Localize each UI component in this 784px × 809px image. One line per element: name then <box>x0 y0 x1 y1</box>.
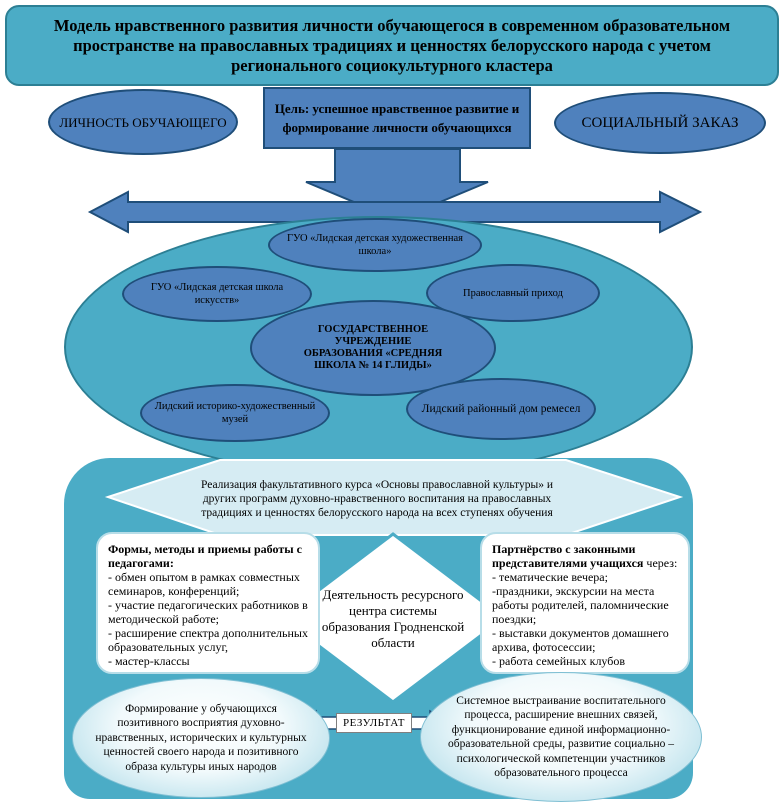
resource-center-text: Деятельность ресурсного центра системы о… <box>321 587 465 650</box>
diagram-title: Модель нравственного развития личности о… <box>5 5 779 86</box>
list-item: -праздники, экскурсии на места работы ро… <box>492 584 669 626</box>
art-school-oval: ГУО «Лидская детская художественная школ… <box>268 218 482 272</box>
museum-oval: Лидский историко-художественный музей <box>140 384 330 442</box>
teacher-forms-heading: Формы, методы и приемы работы с педагога… <box>108 542 302 570</box>
course-banner-text: Реализация факультативного курса «Основы… <box>200 479 554 519</box>
result-students-ellipse: Формирование у обучающихся позитивного в… <box>72 678 330 798</box>
partnership-heading-line: Партнёрство с законными представителями … <box>492 542 678 570</box>
list-item: - мастер-классы <box>108 654 190 668</box>
list-item: - работа семейных клубов <box>492 654 626 668</box>
list-item: - расширение спектра дополнительных обра… <box>108 626 308 654</box>
list-item: - выставки документов домашнего архива, … <box>492 626 669 654</box>
double-arrow <box>87 190 703 234</box>
list-item: - тематические вечера; <box>492 570 608 584</box>
goal-box: Цель: успешное нравственное развитие и ф… <box>263 87 531 149</box>
arts-school-oval: ГУО «Лидская детская школа искусств» <box>122 266 312 322</box>
teacher-forms-box: Формы, методы и приемы работы с педагога… <box>96 532 320 674</box>
result-label: РЕЗУЛЬТАТ <box>336 713 412 733</box>
social-order-oval: СОЦИАЛЬНЫЙ ЗАКАЗ <box>554 92 766 154</box>
crafts-house-oval: Лидский районный дом ремесел <box>406 378 596 440</box>
partnership-heading-tail: через: <box>643 556 678 570</box>
result-process-ellipse: Системное выстраивание воспитательного п… <box>420 672 702 802</box>
student-personality-oval: ЛИЧНОСТЬ ОБУЧАЮЩЕГО <box>48 89 238 155</box>
parent-partnership-box: Партнёрство с законными представителями … <box>480 532 690 674</box>
list-item: - обмен опытом в рамках совместных семин… <box>108 570 300 598</box>
school-14-oval: ГОСУДАРСТВЕННОЕ УЧРЕЖДЕНИЕ ОБРАЗОВАНИЯ «… <box>250 300 496 396</box>
list-item: - участие педагогических работников в ме… <box>108 598 308 626</box>
partnership-heading: Партнёрство с законными представителями … <box>492 542 644 570</box>
